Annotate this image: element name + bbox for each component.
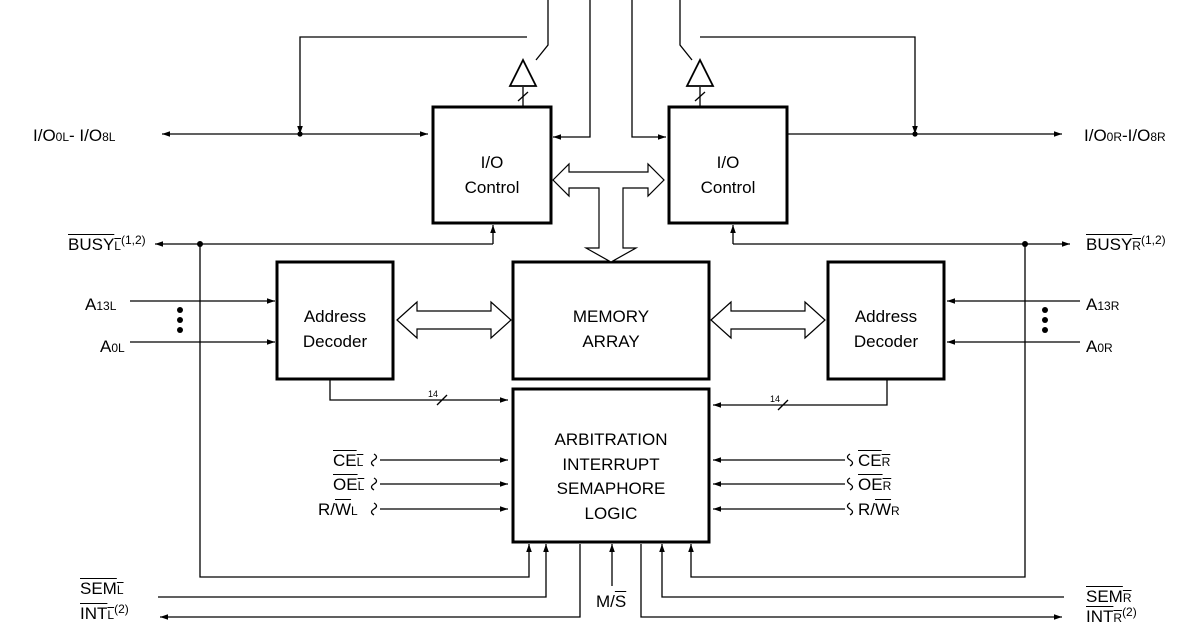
int-left-wire [160, 544, 581, 620]
addr-left-bus-tick [436, 394, 448, 406]
ellipsis-dot [1042, 307, 1048, 313]
squiggle-icon [370, 502, 378, 516]
busy-right-loop [688, 244, 1026, 578]
squiggle-icon [370, 477, 378, 491]
a13-right-label: A13R [1086, 295, 1120, 314]
sem-left-wire [158, 544, 549, 598]
junction-dot [912, 131, 918, 137]
io-right-top-wire-b [631, 0, 666, 140]
io-control-right-box [667, 105, 789, 225]
a0-right-label: A0R [1086, 337, 1113, 356]
ms-label: M/S [596, 592, 627, 611]
oe-left-label: OEL [333, 475, 365, 494]
io-right-top-wire-a [679, 0, 693, 61]
ellipsis-dot [1042, 317, 1048, 323]
a13-left-label: A13L [85, 295, 117, 314]
sem-right-wire [659, 544, 1064, 598]
bus-width-left-label: 14 [428, 389, 439, 399]
io-left-label: I/O0L- I/O8L [33, 126, 116, 145]
int-right-wire [640, 544, 1062, 620]
io-left-feedback-wire [297, 36, 527, 134]
sem-left-label: SEML [80, 579, 124, 598]
ellipsis-dot [177, 327, 183, 333]
junction-dot [297, 131, 303, 137]
ellipsis-dot [1042, 327, 1048, 333]
address-decoder-right-box [826, 260, 946, 381]
bus-width-right-label: 14 [770, 394, 781, 404]
bus-io-io-arrow [552, 162, 665, 263]
bus-addr-right-arrow [710, 300, 826, 340]
rw-right-label: R/WR [858, 500, 900, 519]
ce-left-label: CEL [333, 451, 364, 470]
squiggle-icon [846, 453, 854, 467]
junction-dot [1022, 241, 1028, 247]
squiggle-icon [370, 453, 378, 467]
junction-dot [197, 241, 203, 247]
oe-right-label: OER [858, 475, 892, 494]
arbitration-logic-box [511, 387, 711, 544]
address-decoder-left-box [275, 260, 395, 381]
a0-left-label: A0L [100, 337, 125, 356]
ellipsis-dot [177, 307, 183, 313]
int-left-label: INTL(2) [80, 602, 129, 623]
io-left-bus-tick [517, 91, 529, 102]
io-left-top-wire-a [535, 0, 549, 61]
squiggle-icon [846, 502, 854, 516]
ellipsis-dot [177, 317, 183, 323]
addr-right-to-logic [713, 379, 888, 408]
buffer-right-icon [685, 57, 715, 87]
busy-right-label: BUSYR(1,2) [1086, 233, 1166, 254]
bus-addr-left-arrow [396, 300, 512, 340]
io-right-label: I/O0R-I/O8R [1084, 126, 1166, 145]
io-left-top-wire-b [553, 0, 591, 140]
addr-right-bus-tick [777, 399, 789, 411]
io-right-bus-tick [694, 91, 706, 102]
io-right-feedback-wire [700, 36, 918, 134]
squiggle-icon [846, 477, 854, 491]
rw-left-label: R/WL [318, 500, 358, 519]
sem-right-label: SEMR [1086, 587, 1132, 606]
ce-right-label: CER [858, 451, 891, 470]
busy-left-loop [199, 244, 532, 578]
int-right-label: INTR(2) [1086, 605, 1137, 626]
addr-left-to-logic [329, 379, 508, 403]
io-control-left-box [431, 105, 553, 225]
busy-left-label: BUSYL(1,2) [68, 233, 146, 254]
buffer-left-icon [508, 57, 538, 87]
